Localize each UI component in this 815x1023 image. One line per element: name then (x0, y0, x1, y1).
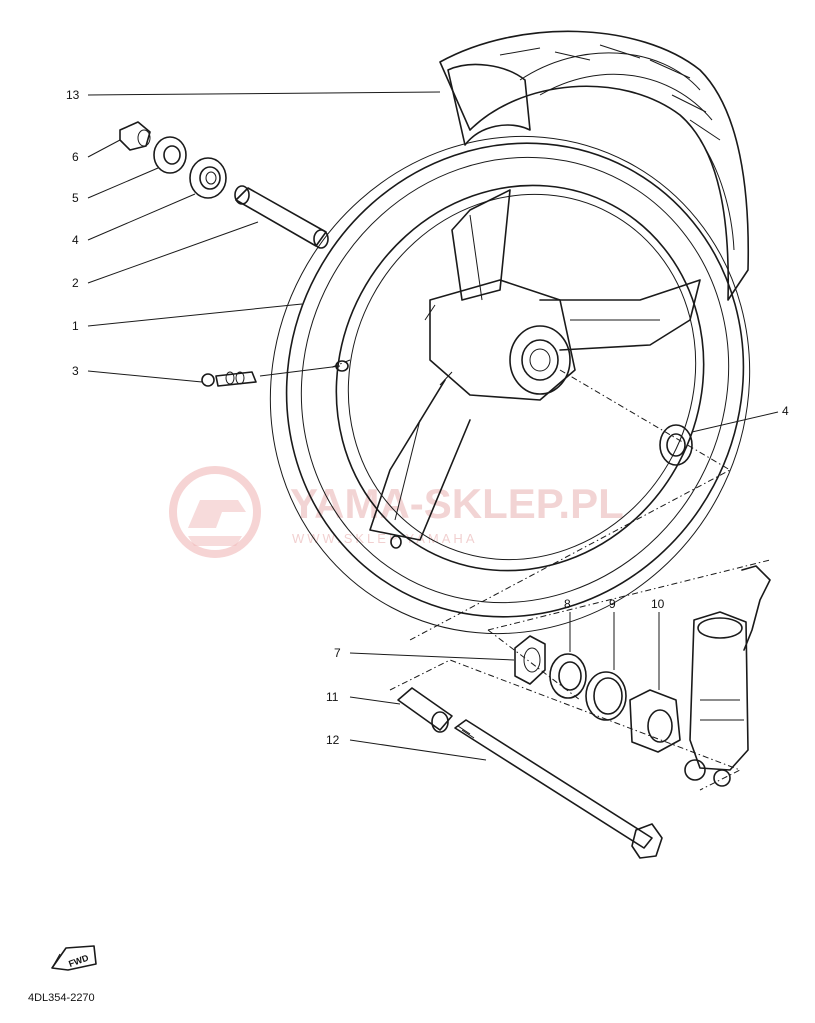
watermark-text: YAMA-SKLEP.PL (290, 480, 624, 527)
callout-1: 1 (72, 319, 79, 333)
axle-12 (454, 719, 663, 859)
collar-6 (119, 121, 151, 151)
circlip-9 (585, 671, 627, 721)
collar-11 (397, 687, 453, 733)
oil-seal-5 (153, 136, 187, 174)
leader-lines (87, 91, 779, 761)
collar-10 (629, 689, 681, 753)
callout-8: 8 (564, 597, 571, 611)
valve-3 (201, 371, 257, 387)
bearing-4-right (659, 424, 693, 466)
callout-12: 12 (326, 733, 340, 747)
tire (439, 30, 750, 301)
callout-4-right: 4 (782, 404, 789, 418)
callout-3: 3 (72, 364, 79, 378)
front-fork (684, 565, 771, 787)
oil-seal-8 (549, 653, 587, 699)
callout-9: 9 (609, 597, 616, 611)
spacer-2 (234, 185, 329, 249)
watermark-logo (169, 466, 261, 558)
callout-7: 7 (334, 646, 341, 660)
watermark: YAMA-SKLEP.PL WWW.SKLEP.YAMAHA (169, 466, 624, 558)
callout-5: 5 (72, 191, 79, 205)
wheel-hub-spokes (369, 189, 701, 541)
callout-10: 10 (651, 597, 665, 611)
callout-6: 6 (72, 150, 79, 164)
callout-2: 2 (72, 276, 79, 290)
bearing-4-left (189, 157, 227, 199)
diagram-code: 4DL354-2270 (28, 992, 95, 1004)
callouts: 13 6 5 4 2 1 3 4 7 8 9 10 11 12 (66, 88, 789, 747)
assembly-outline (329, 359, 771, 791)
callout-13: 13 (66, 88, 80, 102)
callout-4-left: 4 (72, 233, 79, 247)
wheel-rim (269, 135, 751, 635)
forward-arrow: FWD (51, 945, 97, 971)
watermark-subtext: WWW.SKLEP.YAMAHA (292, 531, 478, 546)
callout-11: 11 (326, 690, 339, 704)
collar-7 (514, 635, 546, 685)
